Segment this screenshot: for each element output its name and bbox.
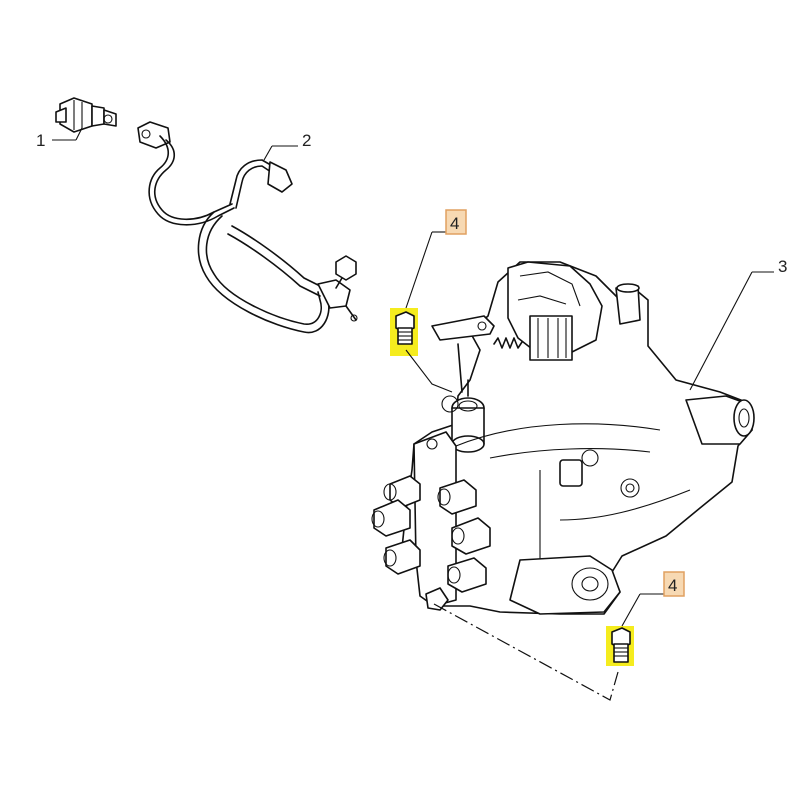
assembly-axis-line — [433, 603, 619, 701]
callout-4-upper-box — [445, 209, 467, 235]
delivery-valve-fittings — [371, 475, 491, 593]
part-1-sensor — [55, 97, 117, 133]
callout-2-label: 2 — [302, 131, 311, 150]
callout-1: 1 — [36, 127, 83, 150]
callout-4-upper-label: 4 — [450, 214, 459, 233]
callout-3-label: 3 — [778, 257, 787, 276]
callout-4-upper: 4 — [405, 209, 467, 309]
part-3-injection-pump — [371, 261, 755, 615]
part-4-lower-valve — [606, 626, 634, 666]
callout-2: 2 — [263, 131, 311, 161]
callout-4-lower-box — [663, 571, 685, 597]
callout-4-lower-label: 4 — [668, 576, 677, 595]
callout-4-lower: 4 — [621, 571, 685, 627]
part-4-upper-valve — [390, 308, 453, 393]
part-2-pipe — [137, 121, 358, 334]
callout-1-label: 1 — [36, 131, 45, 150]
callout-3: 3 — [689, 257, 787, 391]
